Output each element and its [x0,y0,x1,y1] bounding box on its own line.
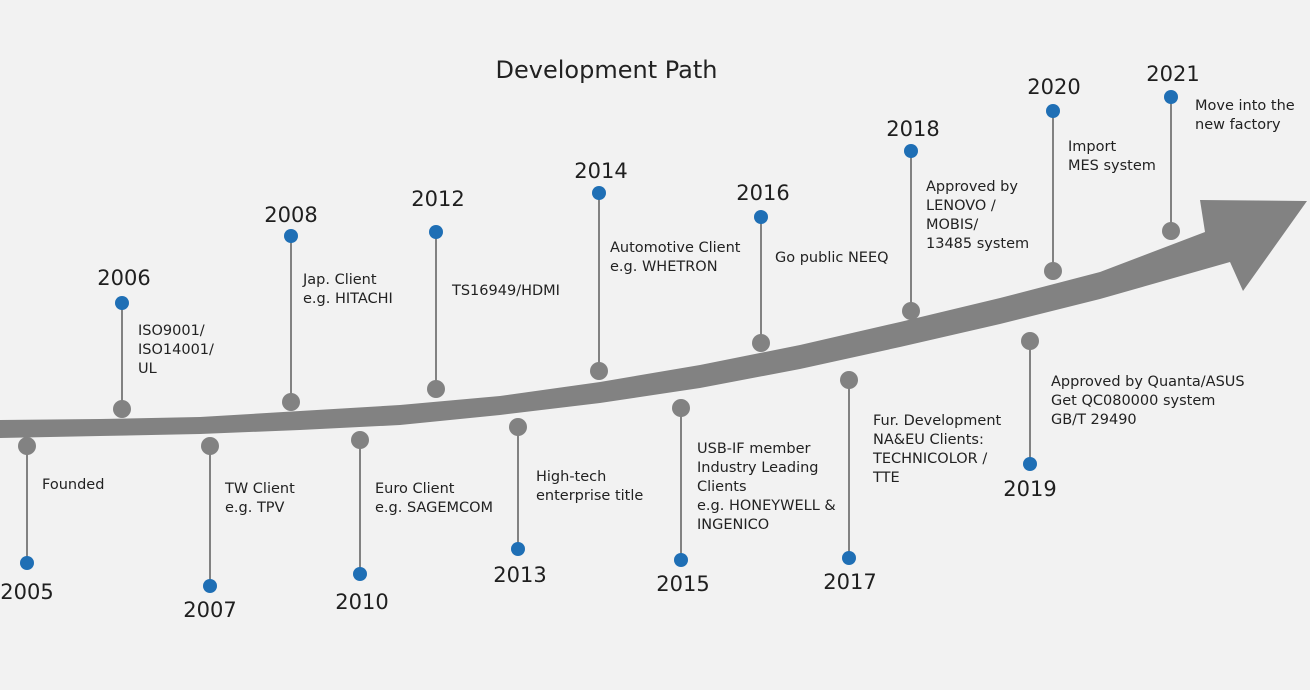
arrow-node-2018 [902,302,920,320]
year-label-2013: 2013 [493,563,547,587]
milestone-dot-2014 [592,186,606,200]
milestone-dot-2008 [284,229,298,243]
milestone-dot-2010 [353,567,367,581]
arrow-node-2020 [1044,262,1062,280]
year-label-2010: 2010 [335,590,389,614]
milestone-dot-2019 [1023,457,1037,471]
milestone-description-2014: Automotive Client e.g. WHETRON [610,240,741,275]
arrow-node-2013 [509,418,527,436]
year-label-2016: 2016 [736,181,790,205]
milestone-description-2021: Move into the new factory [1195,98,1295,133]
arrow-node-2015 [672,399,690,417]
milestone-description-2019: Approved by Quanta/ASUS Get QC080000 sys… [1051,374,1245,428]
year-label-2018: 2018 [886,117,940,141]
milestone-dot-2015 [674,553,688,567]
arrow-node-2007 [201,437,219,455]
year-label-2020: 2020 [1027,75,1081,99]
arrow-node-2010 [351,431,369,449]
milestone-description-2017: Fur. Development NA&EU Clients: TECHNICO… [873,413,1002,486]
diagram-title: Development Path [495,56,718,84]
milestone-dot-2013 [511,542,525,556]
milestone-dot-2018 [904,144,918,158]
milestone-dot-2005 [20,556,34,570]
year-label-2007: 2007 [183,598,237,622]
milestone-dot-2021 [1164,90,1178,104]
year-label-2014: 2014 [574,159,628,183]
timeline-arrow [0,200,1307,438]
milestone-dot-2007 [203,579,217,593]
milestone-description-2007: TW Client e.g. TPV [225,481,295,516]
milestone-dot-2016 [754,210,768,224]
year-label-2012: 2012 [411,187,465,211]
year-label-2008: 2008 [264,203,318,227]
year-label-2015: 2015 [656,572,710,596]
milestone-dot-2012 [429,225,443,239]
milestone-stems [18,90,1180,593]
milestone-description-2020: Import MES system [1068,139,1156,174]
milestone-description-2005: Founded [42,477,105,493]
year-label-2021: 2021 [1146,62,1200,86]
arrow-node-2019 [1021,332,1039,350]
milestone-description-2015: USB-IF member Industry Leading Clients e… [697,441,836,533]
milestone-description-2016: Go public NEEQ [775,250,889,266]
milestone-dot-2006 [115,296,129,310]
milestone-dot-2020 [1046,104,1060,118]
milestone-description-2013: High-tech enterprise title [536,469,644,504]
milestone-description-2010: Euro Client e.g. SAGEMCOM [375,481,494,516]
arrow-node-2016 [752,334,770,352]
milestone-dot-2017 [842,551,856,565]
milestone-description-2006: ISO9001/ ISO14001/ UL [138,323,214,377]
milestone-description-2018: Approved by LENOVO / MOBIS/ 13485 system [926,179,1030,252]
arrow-node-2006 [113,400,131,418]
milestone-description-2008: Jap. Client e.g. HITACHI [303,272,393,307]
arrow-node-2021 [1162,222,1180,240]
milestone-description-2012: TS16949/HDMI [452,283,560,299]
arrow-node-2012 [427,380,445,398]
year-label-2006: 2006 [97,266,151,290]
arrow-node-2017 [840,371,858,389]
year-label-2019: 2019 [1003,477,1057,501]
year-label-2017: 2017 [823,570,877,594]
year-label-2005: 2005 [0,580,54,604]
arrow-node-2014 [590,362,608,380]
arrow-node-2005 [18,437,36,455]
arrow-node-2008 [282,393,300,411]
